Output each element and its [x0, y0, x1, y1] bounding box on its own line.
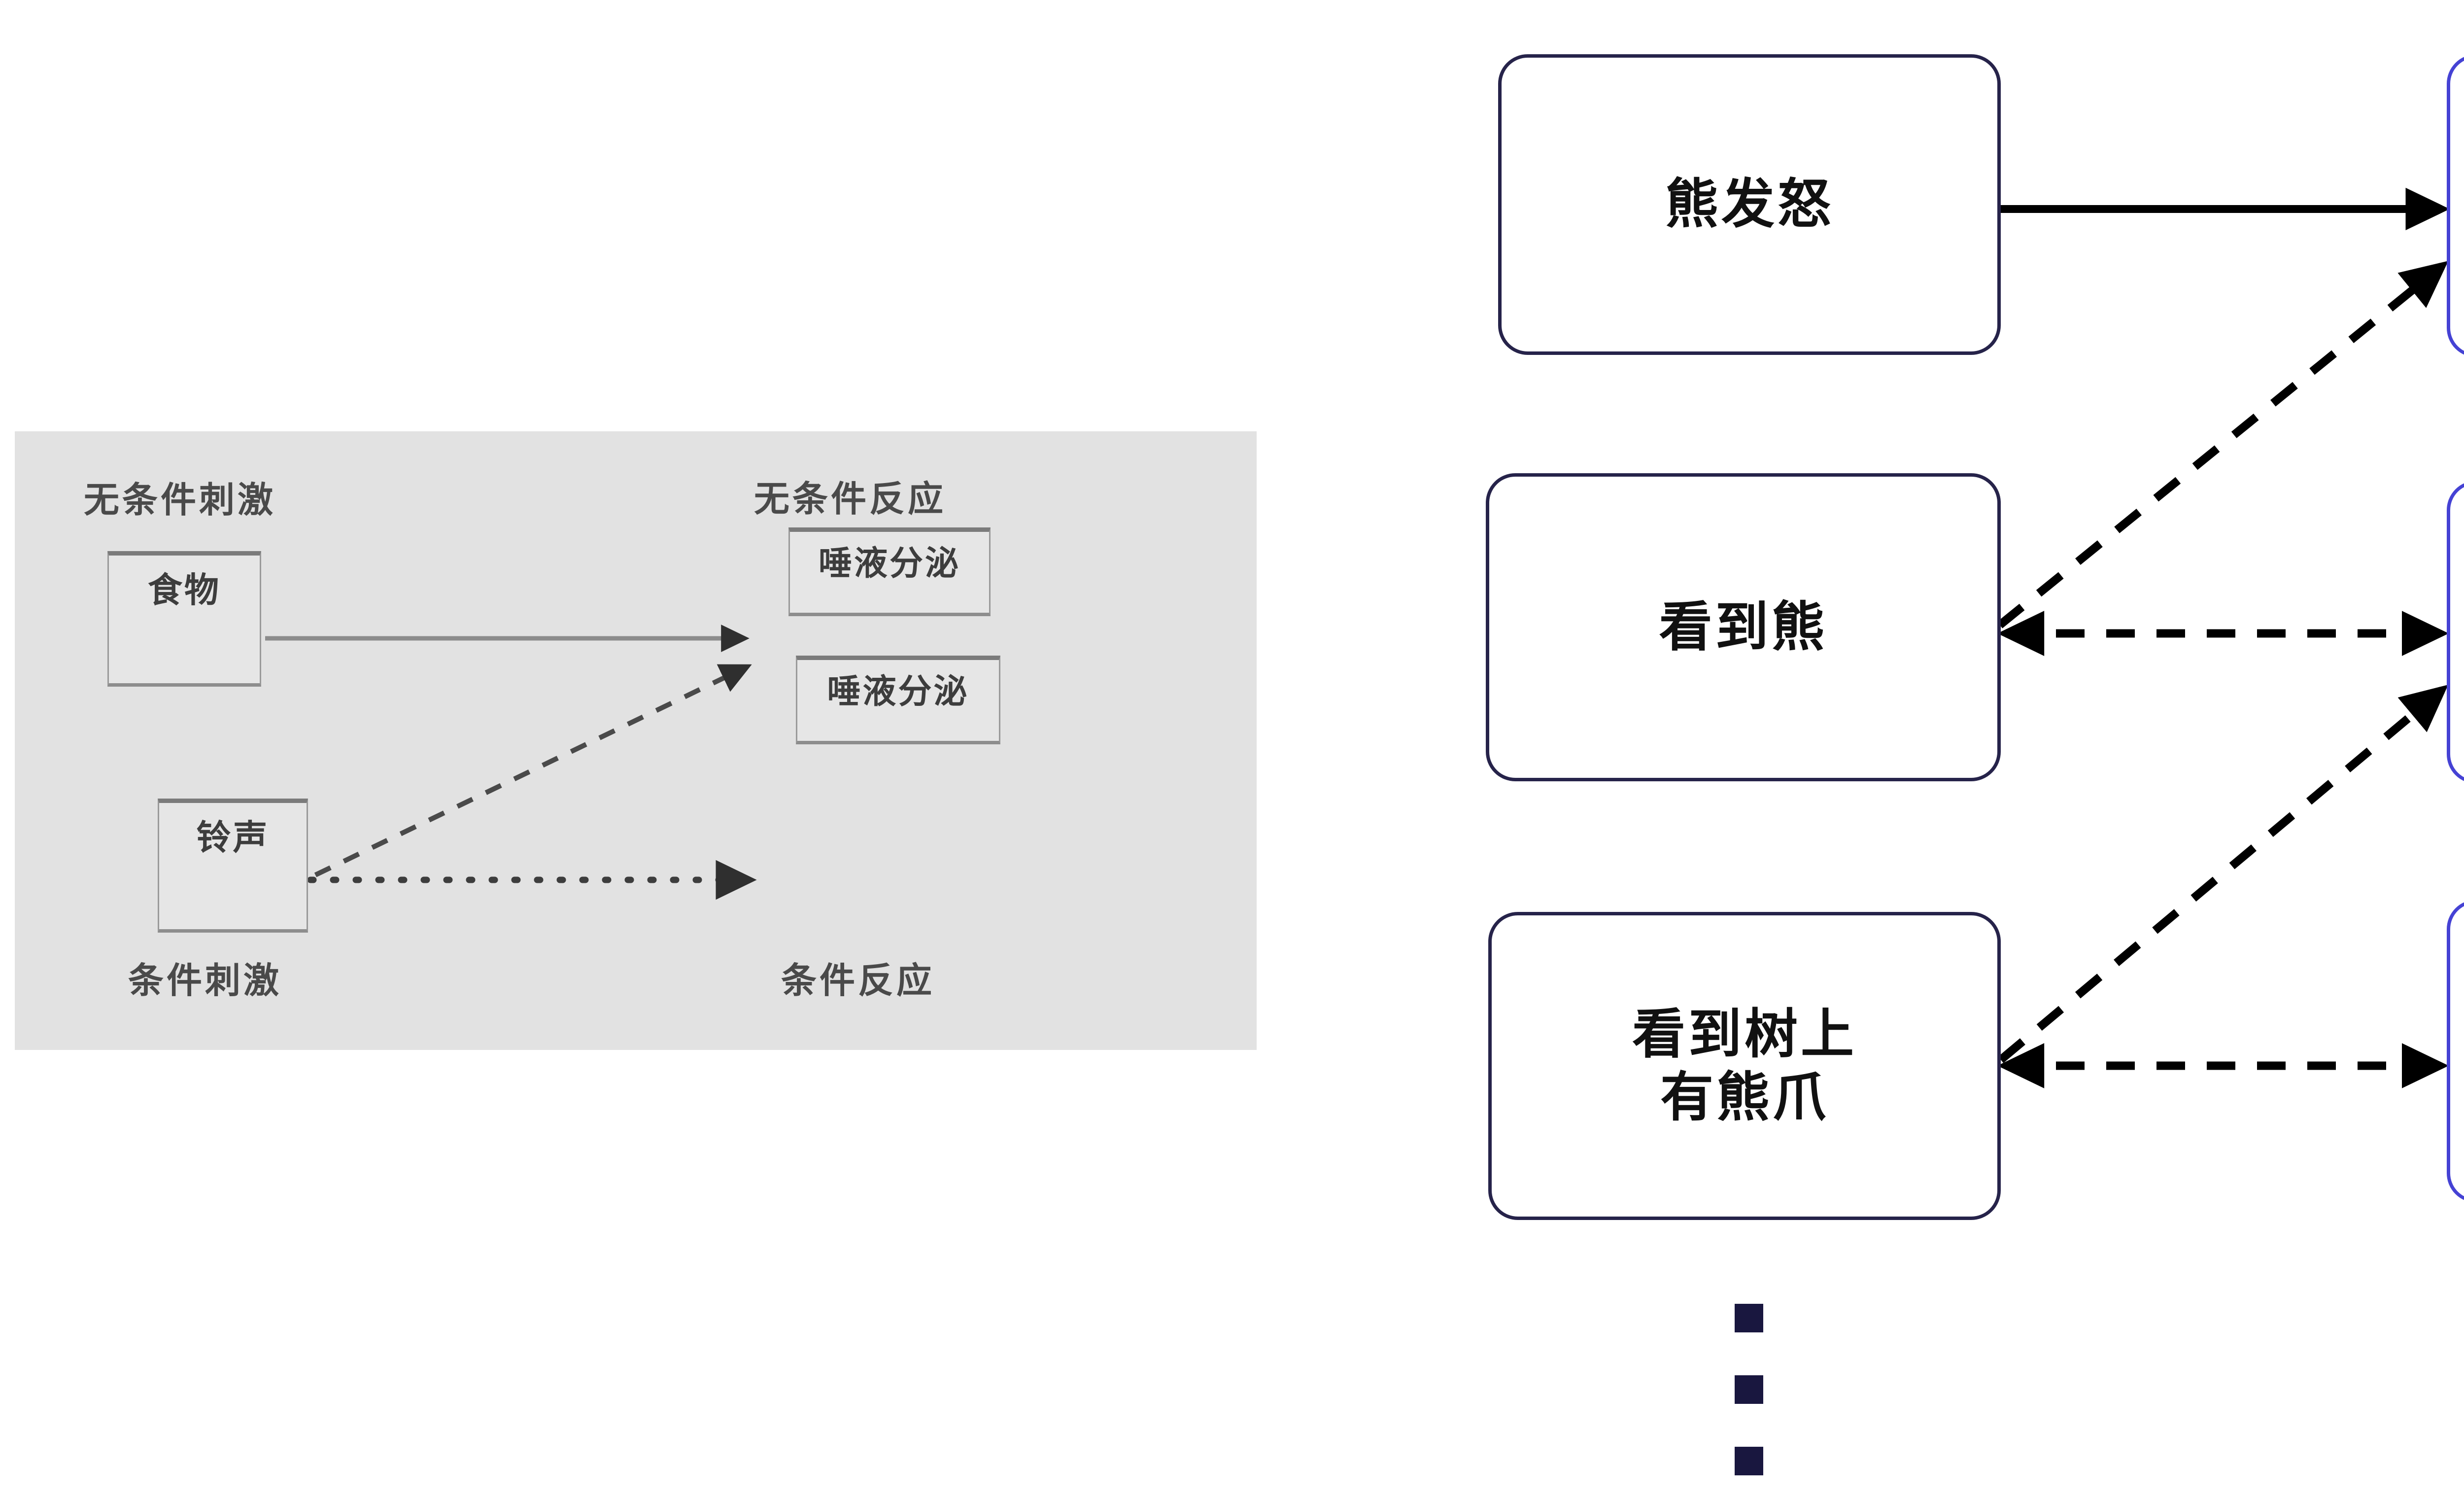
box-food-label: 食物	[148, 570, 221, 610]
ellipsis-dot	[1735, 1375, 1763, 1404]
classical-conditioning-panel: 无条件刺激 无条件反应 条件刺激 条件反应 食物 铃声 唾液分泌 唾液分泌	[15, 431, 1257, 1050]
td-diagram-connectors	[1997, 187, 2450, 1088]
box-salivation-unconditioned-label: 唾液分泌	[818, 544, 960, 583]
box-salivation-conditioned: 唾液分泌	[796, 656, 1000, 744]
state-box-bear-angry-label: 熊发怒	[1665, 174, 1834, 236]
connector-see-bear-to-reward	[1997, 261, 2449, 628]
state-box-see-bear[interactable]: 看到熊	[1486, 473, 2001, 781]
arrow-bell-to-salivation-unconditioned	[314, 664, 752, 877]
caption-conditioned-stimulus: 条件刺激	[128, 960, 282, 1001]
connector-claw-to-value-s-prime	[1998, 685, 2449, 1063]
value-box-reward[interactable]: 奖励	[2447, 54, 2464, 357]
ellipsis-dot	[1735, 1447, 1763, 1475]
caption-conditioned-response: 条件反应	[781, 960, 935, 1001]
box-bell: 铃声	[158, 799, 308, 933]
box-salivation-conditioned-label: 唾液分泌	[827, 672, 969, 711]
box-salivation-unconditioned: 唾液分泌	[788, 527, 991, 616]
classical-conditioning-arrows	[265, 625, 757, 900]
caption-unconditioned-response: 无条件反应	[754, 478, 947, 520]
state-box-claw-on-tree-label: 看到树上 有熊爪	[1632, 1004, 1857, 1128]
state-box-see-bear-label: 看到熊	[1659, 596, 1828, 658]
box-bell-label: 铃声	[196, 817, 270, 858]
ellipsis-dot	[1735, 1304, 1763, 1332]
box-food: 食物	[107, 551, 261, 687]
state-box-bear-angry[interactable]: 熊发怒	[1498, 54, 2001, 355]
value-box-v-s-prime[interactable]: V(s′)	[2447, 481, 2464, 784]
caption-unconditioned-stimulus: 无条件刺激	[84, 479, 276, 521]
value-box-v-s[interactable]: V(s)	[2447, 900, 2464, 1203]
state-box-claw-on-tree[interactable]: 看到树上 有熊爪	[1488, 912, 2001, 1220]
